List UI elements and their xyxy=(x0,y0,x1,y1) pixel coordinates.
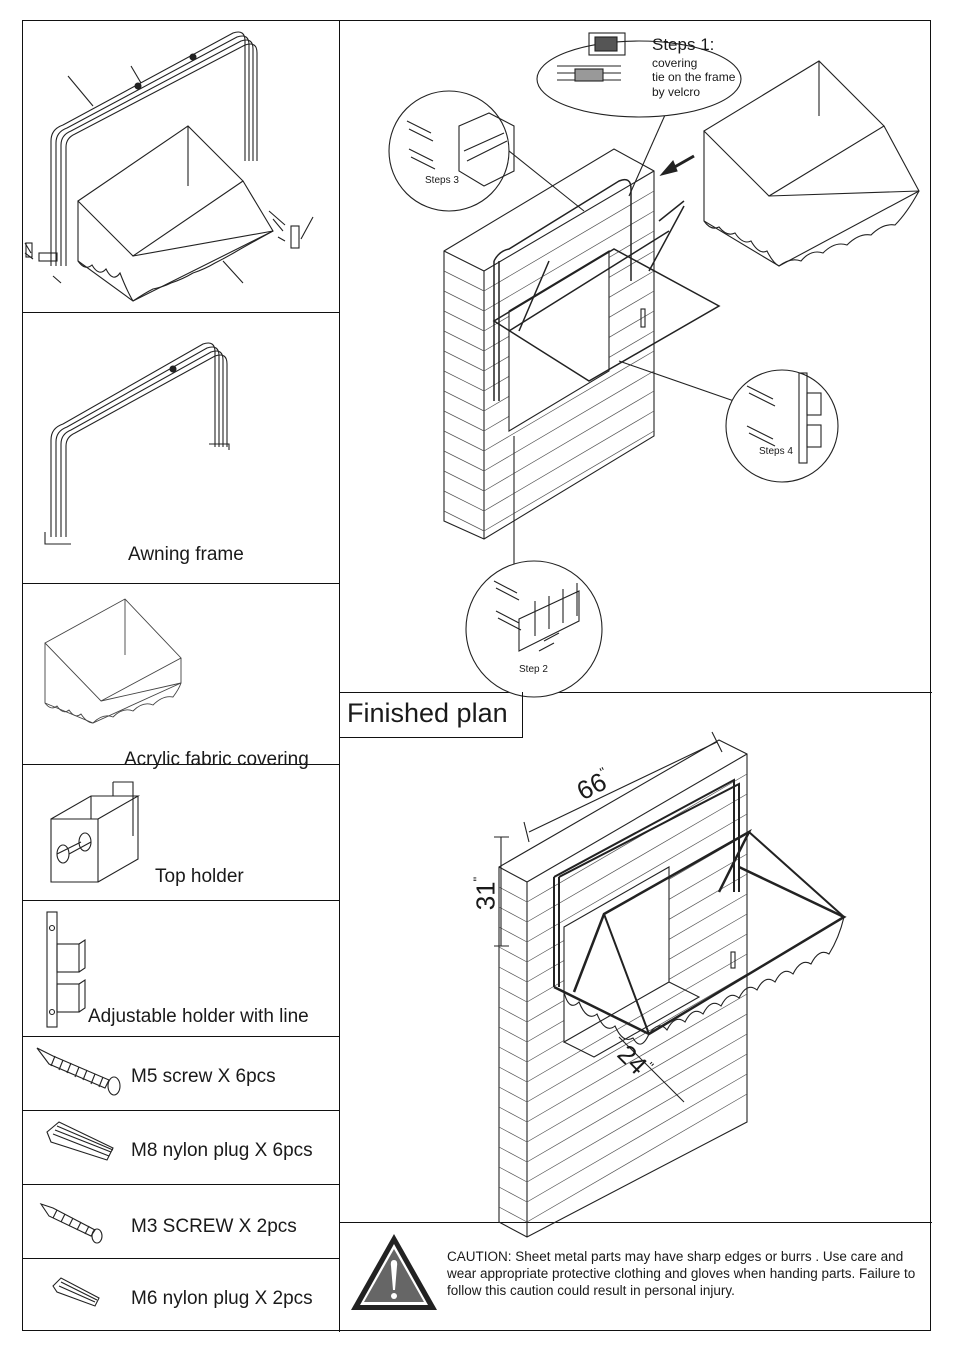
m3-screw-icon xyxy=(39,1202,103,1244)
exploded-overview-cell xyxy=(23,21,339,312)
caution-panel: CAUTION: Sheet metal parts may have shar… xyxy=(339,1222,932,1332)
adjustable-holder-drawing xyxy=(46,911,86,1028)
m3-screw-cell: M3 SCREW X 2pcs xyxy=(23,1184,339,1258)
top-holder-label: Top holder xyxy=(155,866,244,887)
divider xyxy=(23,1258,339,1259)
finished-plan-panel: Finished plan xyxy=(339,692,932,1238)
step1-title: Steps 1: xyxy=(652,35,715,54)
m3-screw-label: M3 SCREW X 2pcs xyxy=(131,1216,297,1237)
m5-screw-cell: M5 screw X 6pcs xyxy=(23,1036,339,1110)
dimension-height-value: 31 xyxy=(470,881,501,911)
top-holder-cell: Top holder xyxy=(23,764,339,900)
step2-label: Step 2 xyxy=(519,664,548,675)
divider xyxy=(339,692,932,693)
fabric-covering-drawing xyxy=(44,598,182,724)
divider xyxy=(339,1222,932,1223)
top-holder-drawing xyxy=(50,781,141,883)
fabric-covering-cell: Acrylic fabric covering xyxy=(23,583,339,770)
finished-plan-drawing xyxy=(494,731,847,1238)
step1-line-2: tie on the frame xyxy=(652,70,736,84)
dimension-height: 31" xyxy=(470,877,501,911)
divider xyxy=(23,1184,339,1185)
instruction-sheet: Awning frame Acrylic fabric covering xyxy=(22,20,932,1332)
m6-nylon-plug-icon xyxy=(52,1277,100,1307)
divider xyxy=(23,764,339,765)
fabric-covering-label: Acrylic fabric covering xyxy=(124,749,309,770)
inch-mark: " xyxy=(470,876,486,882)
step3-label: Steps 3 xyxy=(425,175,459,186)
adjustable-holder-label: Adjustable holder with line xyxy=(88,1006,309,1027)
awning-frame-cell: Awning frame xyxy=(23,312,339,583)
m5-screw-label: M5 screw X 6pcs xyxy=(131,1066,276,1087)
m8-nylon-plug-icon xyxy=(46,1121,114,1161)
caution-text: CAUTION: Sheet metal parts may have shar… xyxy=(447,1249,916,1298)
step4-label: Steps 4 xyxy=(759,446,793,457)
exploded-overview-drawing xyxy=(24,31,314,302)
warning-triangle-icon xyxy=(351,1234,437,1310)
finished-plan-title: Finished plan xyxy=(347,698,508,728)
divider xyxy=(23,1110,339,1111)
finished-plan-title-box: Finished plan xyxy=(339,692,523,738)
m6-plug-cell: M6 nylon plug X 2pcs xyxy=(23,1258,339,1332)
m5-screw-icon xyxy=(36,1047,121,1096)
column-divider xyxy=(339,21,340,1332)
awning-frame-label: Awning frame xyxy=(128,544,244,565)
divider xyxy=(23,1036,339,1037)
adjustable-holder-cell: Adjustable holder with line xyxy=(23,900,339,1036)
divider xyxy=(23,900,339,901)
m6-plug-label: M6 nylon plug X 2pcs xyxy=(131,1288,313,1309)
step1-line-1: covering xyxy=(652,56,698,70)
awning-frame-drawing xyxy=(44,342,230,545)
installation-steps-panel: Steps 1: covering tie on the frame by ve… xyxy=(339,21,932,698)
divider xyxy=(23,583,339,584)
step1-line-3: by velcro xyxy=(652,85,701,99)
m8-plug-cell: M8 nylon plug X 6pcs xyxy=(23,1110,339,1184)
divider xyxy=(23,312,339,313)
m8-plug-label: M8 nylon plug X 6pcs xyxy=(131,1140,313,1161)
installation-drawing xyxy=(388,32,920,698)
